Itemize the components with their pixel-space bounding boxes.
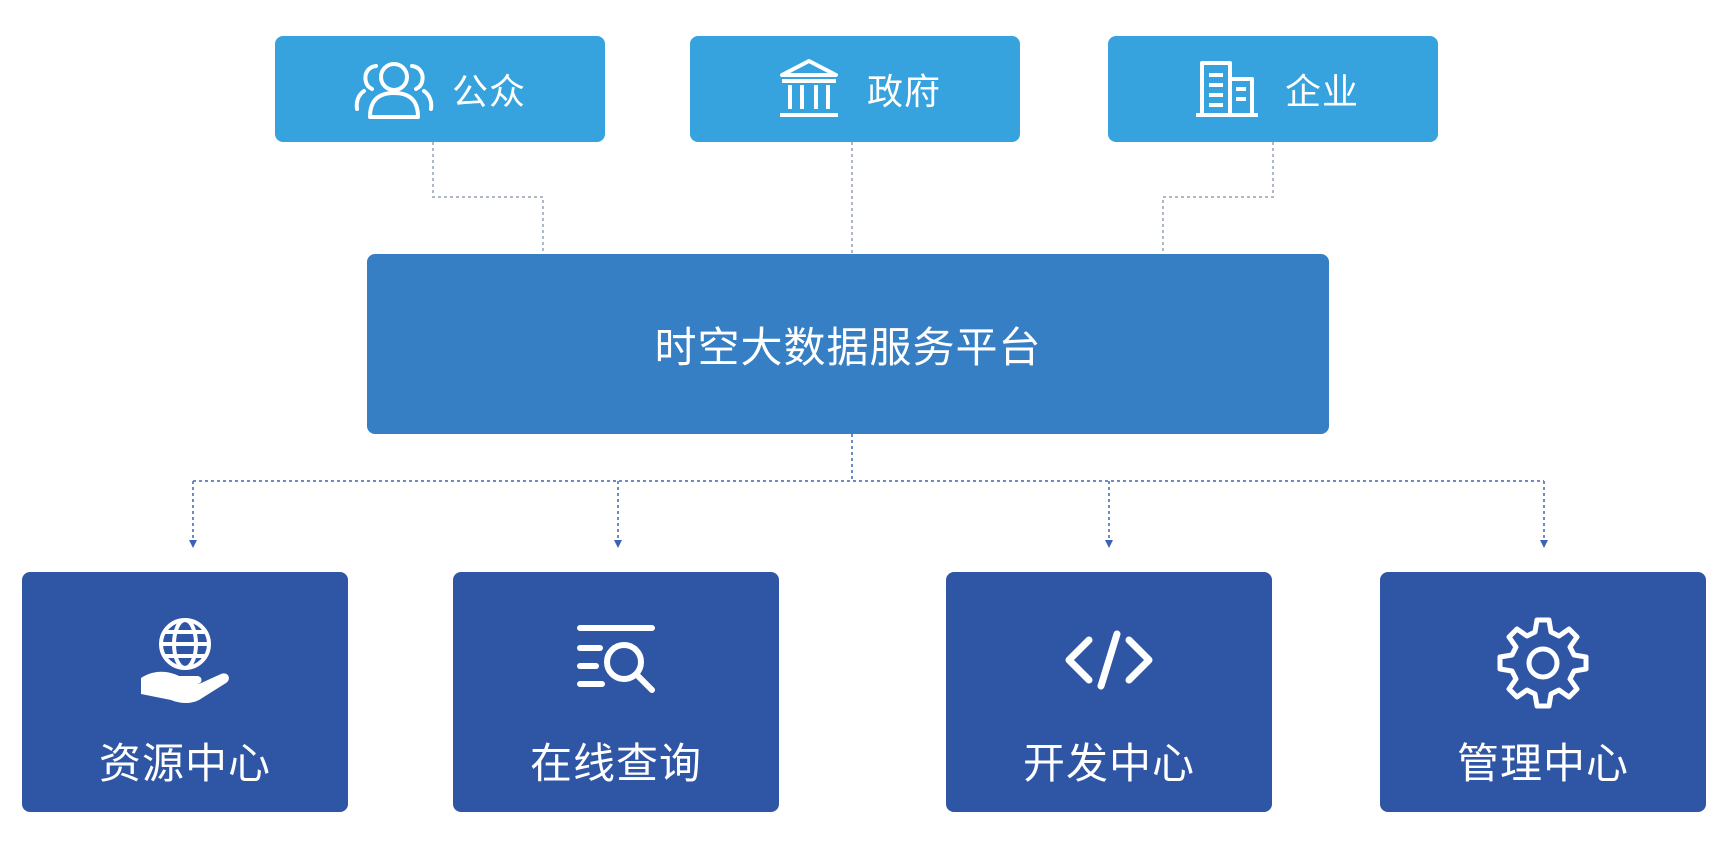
node-government: 政府 — [690, 36, 1020, 142]
arrow-head — [189, 540, 197, 548]
connector-enterprise-to-platform — [1162, 142, 1274, 254]
platform-label: 时空大数据服务平台 — [654, 322, 1042, 372]
node-resource-center: 资源中心 — [22, 572, 348, 812]
gear-icon — [1488, 612, 1598, 712]
node-mgmt-center: 管理中心 — [1380, 572, 1706, 812]
arrow-head — [1540, 540, 1548, 548]
node-label: 政府 — [866, 72, 941, 113]
arrow-head — [614, 540, 622, 548]
users-icon — [354, 56, 434, 122]
node-label: 开发中心 — [1022, 739, 1195, 788]
node-label: 资源中心 — [98, 739, 271, 788]
node-label: 公众 — [451, 72, 526, 113]
arrow-head — [1105, 540, 1113, 548]
node-label: 管理中心 — [1456, 739, 1629, 788]
government-building-icon — [769, 56, 849, 122]
node-dev-center: 开发中心 — [946, 572, 1272, 812]
node-online-query: 在线查询 — [453, 572, 779, 812]
code-icon — [1054, 612, 1164, 712]
office-building-icon — [1187, 56, 1267, 122]
node-label: 在线查询 — [529, 739, 702, 788]
node-public: 公众 — [275, 36, 605, 142]
node-label: 企业 — [1284, 72, 1359, 113]
node-platform: 时空大数据服务平台 — [367, 254, 1329, 434]
node-enterprise: 企业 — [1108, 36, 1438, 142]
search-list-icon — [561, 612, 671, 712]
connector-public-to-platform — [432, 142, 544, 254]
globe-hand-icon — [130, 612, 240, 712]
